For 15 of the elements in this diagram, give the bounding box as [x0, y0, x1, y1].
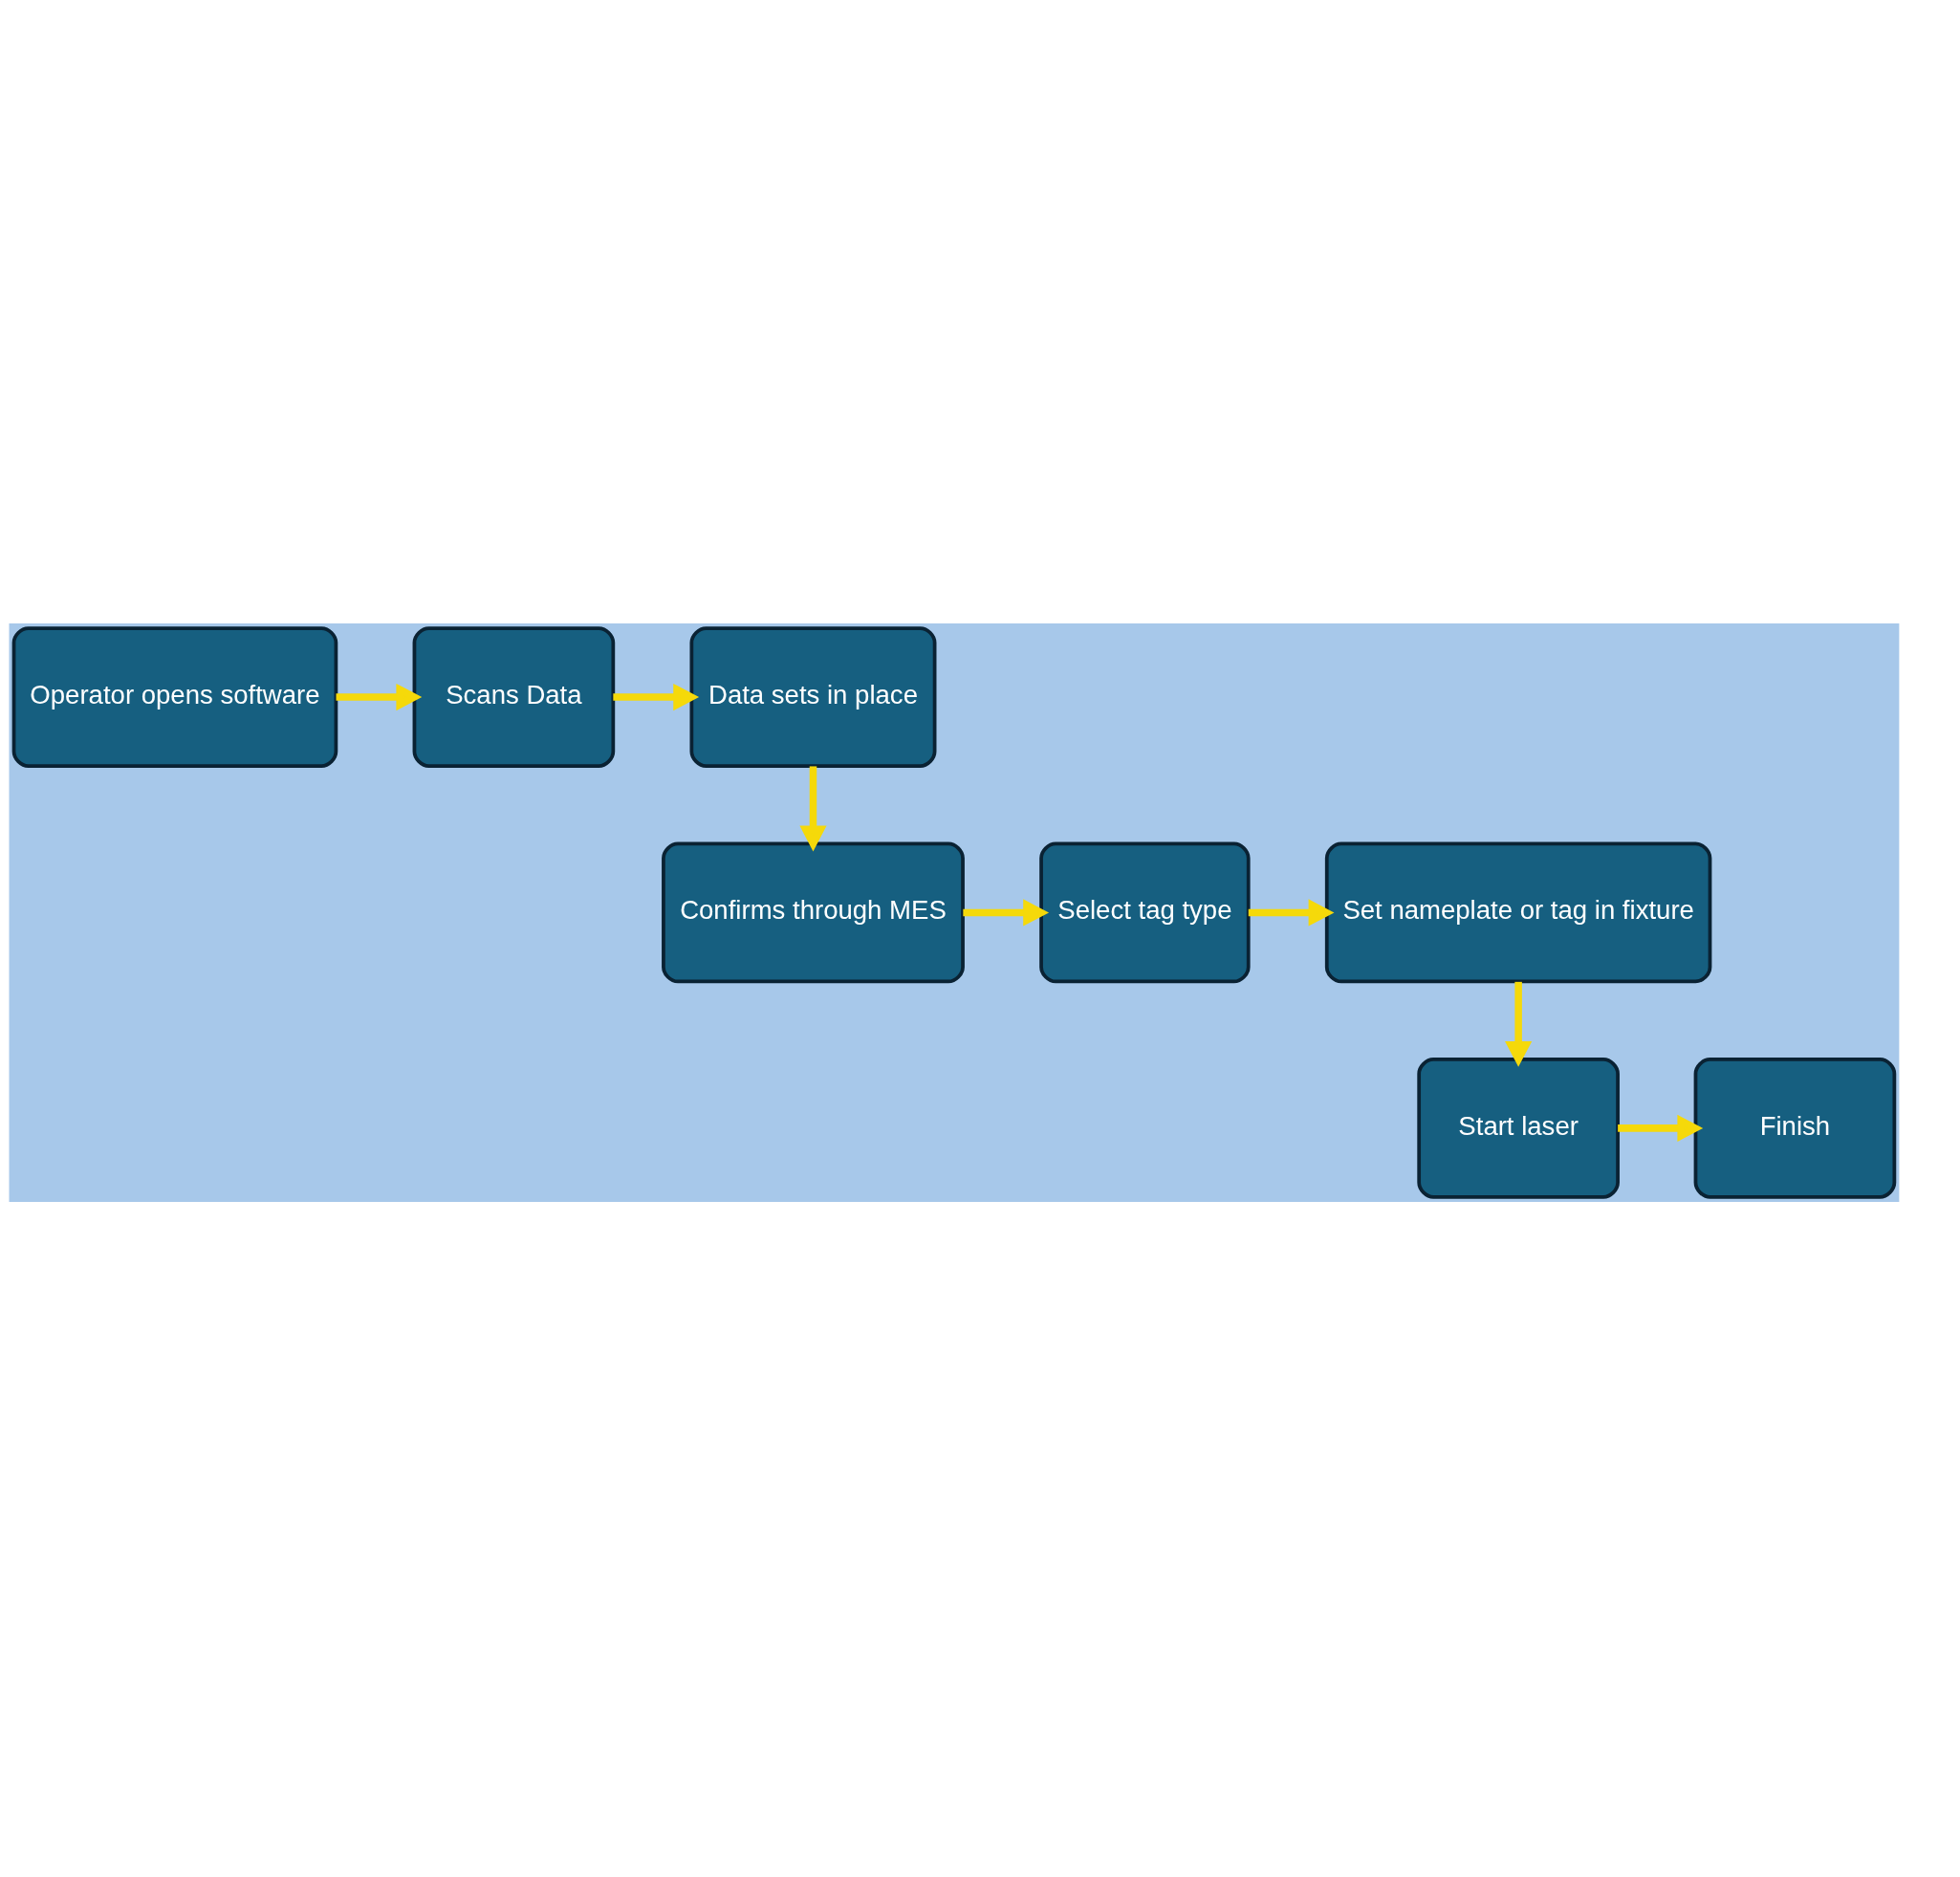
arrow	[613, 683, 700, 711]
arrow	[336, 683, 423, 711]
arrow	[1505, 981, 1533, 1067]
node-box: Start laser	[1417, 1057, 1620, 1199]
node-box: Set nameplate or tag in fixture	[1324, 841, 1712, 984]
node-box: Operator opens software	[11, 626, 338, 768]
node-box: Data sets in place	[689, 626, 937, 768]
arrow	[963, 899, 1050, 927]
arrow	[1618, 1114, 1704, 1142]
arrow	[799, 766, 827, 852]
arrow	[1248, 899, 1335, 927]
node-box: Finish	[1693, 1057, 1897, 1199]
node-box: Scans Data	[412, 626, 616, 768]
node-box: Confirms through MES	[662, 841, 965, 984]
node-box: Select tag type	[1039, 841, 1251, 984]
